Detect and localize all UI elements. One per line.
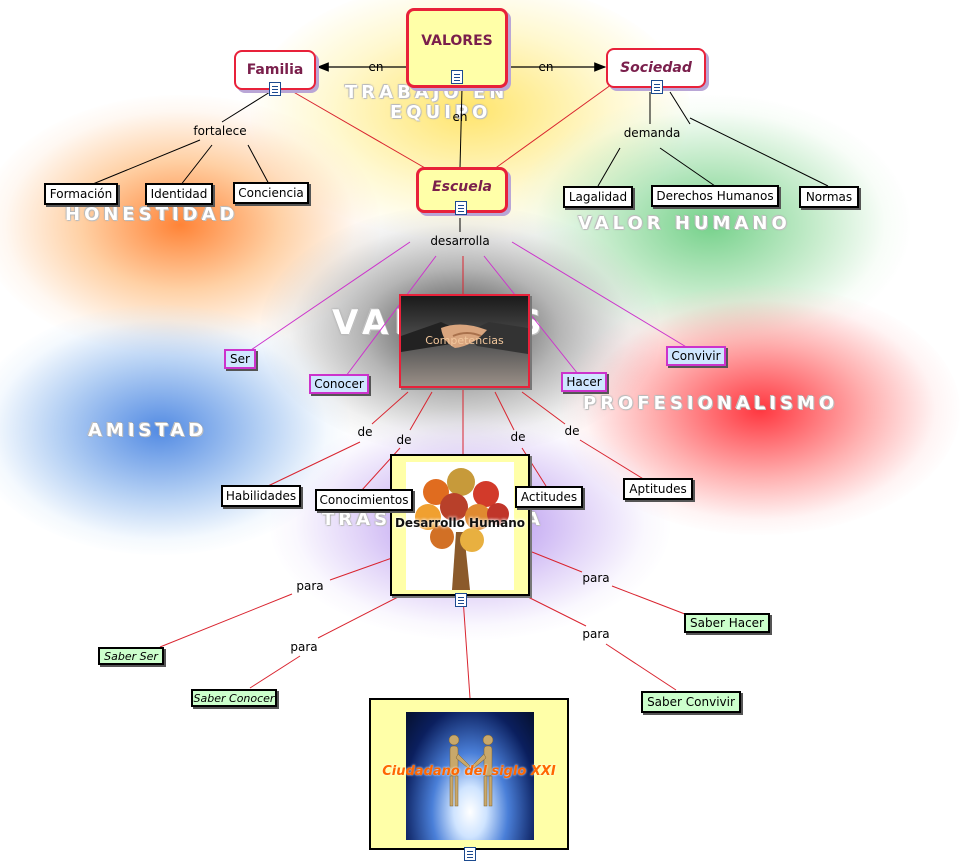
node-identidad[interactable]: Identidad: [145, 183, 213, 205]
link-para3-saberhacer: [611, 585, 691, 617]
link-des-para2: [317, 595, 401, 639]
link-label-de: de: [357, 425, 373, 439]
link-familia-escuela: [289, 89, 433, 173]
figures-image: [406, 712, 534, 840]
tree-drawing: [415, 468, 509, 590]
node-ciudadano-label: Ciudadano del siglo XXI: [382, 764, 556, 779]
node-saber-ser[interactable]: Saber Ser: [98, 647, 164, 665]
document-icon[interactable]: [269, 82, 281, 96]
link-desarrolla-convivir: [511, 241, 689, 349]
link-label-desarrolla: desarrolla: [430, 234, 490, 248]
link-des-ciudadano: [462, 597, 471, 699]
link-label-de: de: [510, 430, 526, 444]
node-valores-label: VALORES: [421, 33, 493, 49]
document-icon[interactable]: [464, 847, 476, 861]
link-demanda-legalidad: [597, 147, 621, 187]
link-label-para: para: [296, 579, 324, 593]
link-demanda-normas: [689, 117, 829, 187]
link-demanda-derechos: [659, 147, 716, 187]
node-legalidad[interactable]: Lagalidad: [563, 186, 633, 208]
link-sociedad-demanda-2: [669, 91, 691, 125]
node-competencias[interactable]: Competencias: [399, 294, 530, 388]
document-icon[interactable]: [651, 80, 663, 94]
link-label-para: para: [290, 640, 318, 654]
link-des-para1: [329, 557, 393, 581]
node-sociedad-label: Sociedad: [620, 60, 692, 76]
link-sociedad-escuela: [489, 81, 616, 173]
bg-word-equipo: EQUIPO: [390, 102, 492, 123]
link-desarrolla-ser: [247, 241, 411, 353]
bg-word-valor-humano: VALOR HUMANO: [578, 213, 791, 234]
node-ser[interactable]: Ser: [224, 349, 256, 369]
node-escuela-label: Escuela: [432, 179, 492, 195]
link-comp-de2: [409, 391, 433, 431]
document-icon[interactable]: [455, 593, 467, 607]
document-icon[interactable]: [451, 70, 463, 84]
node-conocer[interactable]: Conocer: [309, 374, 369, 394]
link-de4-aptitudes: [579, 439, 646, 481]
link-para1-saberser: [159, 593, 293, 648]
node-habilidades[interactable]: Habilidades: [221, 485, 301, 507]
link-desarrolla-hacer: [483, 255, 579, 375]
node-desarrollo-label: Desarrollo Humano: [394, 516, 526, 530]
node-ciudadano[interactable]: Ciudadano del siglo XXI: [369, 698, 569, 850]
bg-word-honestidad: HONESTIDAD: [65, 204, 239, 225]
figures-drawing: [448, 734, 494, 807]
link-para4-saberconvivir: [605, 643, 677, 691]
link-des-para4: [525, 595, 587, 627]
link-fortalece-identidad: [179, 144, 213, 187]
link-para2-saberconocer: [249, 655, 301, 689]
link-desarrolla-conocer: [345, 255, 437, 377]
link-des-para3: [531, 551, 583, 573]
link-de1-habilidades: [267, 441, 361, 487]
node-derechos-humanos[interactable]: Derechos Humanos: [651, 185, 779, 207]
link-label-demanda: demanda: [623, 126, 681, 140]
node-competencias-label: Competencias: [425, 334, 504, 347]
node-hacer[interactable]: Hacer: [561, 372, 607, 392]
node-familia-label: Familia: [246, 62, 304, 78]
node-convivir[interactable]: Convivir: [666, 346, 726, 366]
node-conciencia[interactable]: Conciencia: [233, 182, 309, 204]
node-saber-conocer[interactable]: Saber Conocer: [191, 689, 277, 707]
link-label-de: de: [564, 424, 580, 438]
link-label-para: para: [582, 627, 610, 641]
tree-image: [406, 462, 514, 590]
node-aptitudes[interactable]: Aptitudes: [623, 478, 693, 500]
link-label-en: en: [452, 110, 468, 124]
node-saber-convivir[interactable]: Saber Convivir: [641, 691, 741, 713]
link-fortalece-conciencia: [247, 144, 271, 187]
node-normas[interactable]: Normas: [799, 186, 859, 208]
link-comp-de3: [494, 391, 515, 431]
link-familia-fortalece: [221, 91, 271, 123]
link-label-de: de: [396, 433, 412, 447]
node-formacion[interactable]: Formación: [44, 183, 118, 205]
link-label-en: en: [538, 60, 554, 74]
link-fortalece-formacion: [87, 139, 201, 187]
link-valores-escuela: [459, 87, 463, 169]
bg-word-profesionalismo: PROFESIONALISMO: [583, 393, 839, 414]
node-conocimientos[interactable]: Conocimientos: [315, 489, 413, 511]
link-label-fortalece: fortalece: [193, 124, 247, 138]
handshake-image: [401, 322, 528, 354]
link-comp-de1: [371, 391, 409, 425]
link-comp-de4: [521, 391, 566, 425]
node-actitudes[interactable]: Actitudes: [515, 486, 583, 508]
node-valores[interactable]: VALORES: [406, 8, 508, 88]
link-label-en: en: [368, 60, 384, 74]
node-saber-hacer[interactable]: Saber Hacer: [684, 613, 770, 633]
link-label-para: para: [582, 571, 610, 585]
bg-word-amistad: AMISTAD: [88, 420, 208, 441]
document-icon[interactable]: [455, 201, 467, 215]
node-desarrollo-humano[interactable]: Desarrollo Humano: [390, 454, 530, 596]
